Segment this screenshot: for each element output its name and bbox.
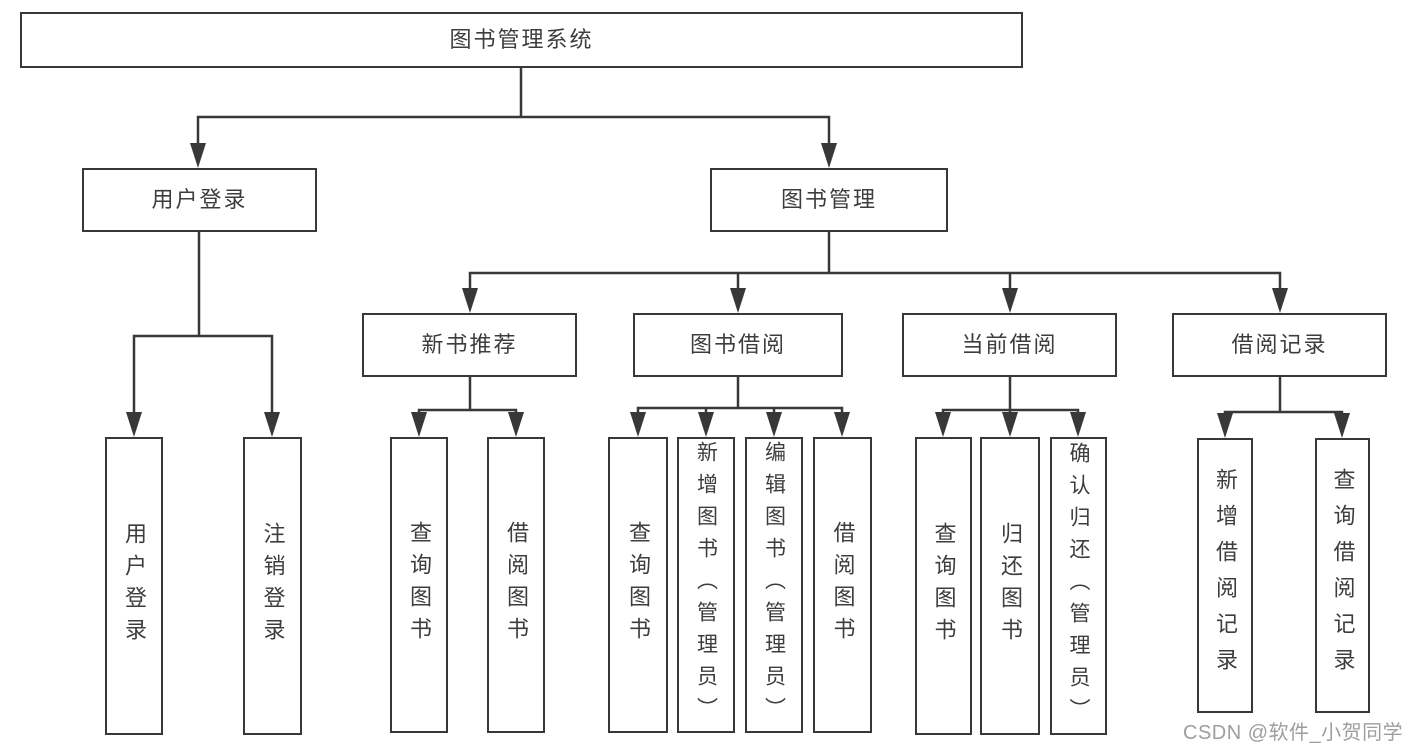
leaf-query-books-current: 查询图书: [915, 437, 972, 735]
leaf-add-borrow-record: 新增借阅记录: [1197, 438, 1253, 713]
node-book-borrow: 图书借阅: [633, 313, 843, 377]
node-current-borrow: 当前借阅: [902, 313, 1117, 377]
leaf-borrow-books-recommend: 借阅图书: [487, 437, 545, 733]
leaf-confirm-return-admin: 确认归还（管理员）: [1050, 437, 1107, 735]
node-borrow-records: 借阅记录: [1172, 313, 1387, 377]
leaf-return-books: 归还图书: [980, 437, 1040, 735]
watermark: CSDN @软件_小贺同学: [1183, 722, 1404, 744]
leaf-query-books-recommend: 查询图书: [390, 437, 448, 733]
node-root: 图书管理系统: [20, 12, 1023, 68]
node-user-login: 用户登录: [82, 168, 317, 232]
leaf-edit-books-admin: 编辑图书（管理员）: [745, 437, 803, 733]
node-book-management: 图书管理: [710, 168, 948, 232]
leaf-user-login: 用户登录: [105, 437, 163, 735]
node-new-book-recommend: 新书推荐: [362, 313, 577, 377]
leaf-logout: 注销登录: [243, 437, 302, 735]
leaf-add-books-admin: 新增图书（管理员）: [677, 437, 735, 733]
leaf-query-books-borrow: 查询图书: [608, 437, 668, 733]
leaf-query-borrow-record: 查询借阅记录: [1315, 438, 1370, 713]
leaf-borrow-books: 借阅图书: [813, 437, 872, 733]
